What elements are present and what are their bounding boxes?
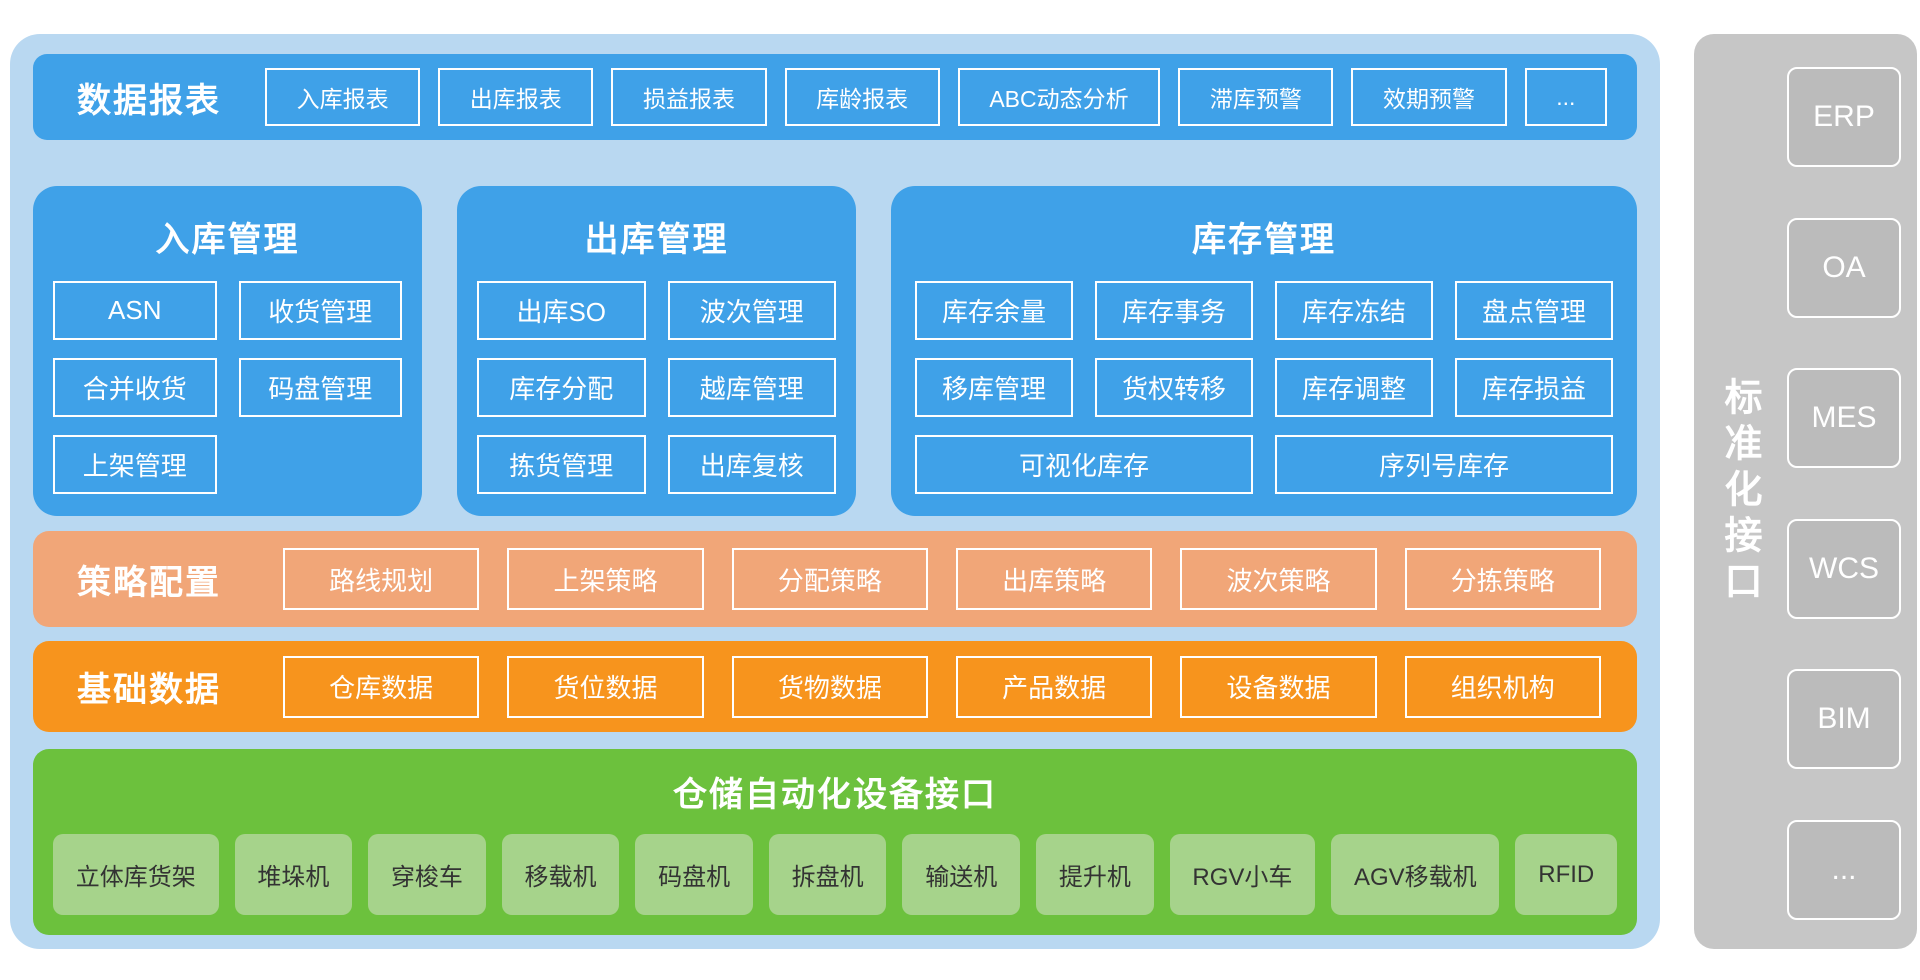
- data-reports-bar: 数据报表 入库报表 出库报表 损益报表 库龄报表 ABC动态分析 滞库预警 效期…: [33, 54, 1637, 140]
- device-chip-agv-transfer: AGV移载机: [1331, 834, 1500, 915]
- device-chip-rgv-cart: RGV小车: [1169, 834, 1316, 915]
- module-chip-cross-docking: 越库管理: [667, 358, 836, 417]
- report-chip-inbound-report: 入库报表: [265, 68, 421, 126]
- module-chip-stocktaking: 盘点管理: [1455, 281, 1613, 340]
- base-chip-warehouse-data: 仓库数据: [283, 655, 480, 718]
- module-chip-stock-adjustment: 库存调整: [1275, 358, 1433, 417]
- inventory-panel-title: 库存管理: [1192, 221, 1336, 259]
- module-chip-stock-allocation: 库存分配: [477, 358, 646, 417]
- outbound-panel-grid: 出库SO 波次管理 库存分配 越库管理 拣货管理 出库复核: [477, 281, 836, 494]
- automation-interface-items: 立体库货架 堆垛机 穿梭车 移载机 码盘机 拆盘机 输送机 提升机 RGV小车 …: [53, 834, 1618, 915]
- device-chip-stacker-crane: 堆垛机: [234, 834, 353, 915]
- module-chip-palletizing: 码盘管理: [238, 358, 402, 417]
- module-chip-putaway: 上架管理: [53, 435, 217, 494]
- report-chip-stock-age-report: 库龄报表: [784, 68, 940, 126]
- interface-box-bim: BIM: [1787, 669, 1901, 770]
- standard-interface-title: 标准化接口: [1718, 376, 1760, 607]
- device-chip-palletizer: 码盘机: [635, 834, 753, 915]
- base-chip-organization: 组织机构: [1404, 655, 1601, 718]
- report-chip-abc-analysis: ABC动态分析: [957, 68, 1161, 126]
- report-chip-outbound-report: 出库报表: [438, 68, 594, 126]
- inbound-panel-title: 入库管理: [155, 221, 300, 259]
- base-chip-equipment-data: 设备数据: [1180, 655, 1377, 718]
- inbound-panel-grid: ASN 收货管理 合并收货 码盘管理 上架管理: [53, 281, 402, 494]
- outbound-panel-title: 出库管理: [584, 221, 729, 259]
- report-chip-more: ...: [1524, 68, 1607, 126]
- interface-box-mes: MES: [1787, 368, 1901, 469]
- base-data-bar: 基础数据 仓库数据 货位数据 货物数据 产品数据 设备数据 组织机构: [33, 641, 1637, 732]
- base-data-title: 基础数据: [77, 671, 221, 709]
- strategy-config-title: 策略配置: [77, 563, 221, 602]
- device-chip-lifter: 提升机: [1036, 834, 1154, 915]
- standard-interface-bar: 标准化接口 ERP OA MES WCS BIM ...: [1694, 34, 1917, 949]
- module-chip-stock-move: 移库管理: [915, 358, 1073, 417]
- module-chip-stock-profit-loss: 库存损益: [1455, 358, 1613, 417]
- device-chip-depalletizer: 拆盘机: [768, 834, 887, 915]
- module-chip-stock-transaction: 库存事务: [1095, 281, 1253, 340]
- strategy-chip-outbound-strategy: 出库策略: [955, 548, 1153, 610]
- module-chip-receiving: 收货管理: [238, 281, 402, 340]
- module-chip-outbound-check: 出库复核: [667, 435, 836, 494]
- interface-box-wcs: WCS: [1787, 518, 1901, 619]
- module-chip-wave-management: 波次管理: [667, 281, 836, 340]
- module-chip-merge-receiving: 合并收货: [53, 358, 217, 417]
- device-chip-rfid: RFID: [1515, 834, 1618, 915]
- module-chip-stock-balance: 库存余量: [915, 281, 1073, 340]
- strategy-config-bar: 策略配置 路线规划 上架策略 分配策略 出库策略 波次策略 分拣策略: [33, 531, 1637, 627]
- report-chip-expiry-alert: 效期预警: [1351, 68, 1507, 126]
- strategy-chip-putaway-strategy: 上架策略: [507, 548, 704, 610]
- standard-interface-items: ERP OA MES WCS BIM ...: [1787, 34, 1901, 949]
- automation-interface-title: 仓储自动化设备接口: [673, 776, 997, 814]
- report-chip-profit-loss-report: 损益报表: [611, 68, 767, 126]
- device-chip-shuttle-car: 穿梭车: [368, 834, 486, 915]
- inventory-panel-grid: 库存余量 库存事务 库存冻结 盘点管理 移库管理 货权转移 库存调整 库存损益 …: [915, 281, 1613, 494]
- data-reports-items: 入库报表 出库报表 损益报表 库龄报表 ABC动态分析 滞库预警 效期预警 ..…: [265, 68, 1607, 126]
- outbound-management-panel: 出库管理 出库SO 波次管理 库存分配 越库管理 拣货管理 出库复核: [457, 186, 856, 516]
- interface-box-more: ...: [1787, 819, 1901, 920]
- inventory-management-panel: 库存管理 库存余量 库存事务 库存冻结 盘点管理 移库管理 货权转移 库存调整 …: [891, 186, 1637, 516]
- wms-platform-container: 数据报表 入库报表 出库报表 损益报表 库龄报表 ABC动态分析 滞库预警 效期…: [10, 34, 1660, 949]
- interface-box-oa: OA: [1787, 217, 1901, 318]
- module-chip-asn: ASN: [53, 281, 217, 340]
- strategy-chip-allocation-strategy: 分配策略: [731, 548, 928, 610]
- strategy-chip-route-planning: 路线规划: [283, 548, 480, 610]
- inbound-management-panel: 入库管理 ASN 收货管理 合并收货 码盘管理 上架管理: [33, 186, 422, 516]
- module-chip-serial-inventory: 序列号库存: [1275, 435, 1613, 494]
- module-chip-visual-inventory: 可视化库存: [915, 435, 1253, 494]
- data-reports-title: 数据报表: [77, 81, 221, 120]
- interface-box-erp: ERP: [1787, 67, 1901, 167]
- module-chip-ownership-transfer: 货权转移: [1095, 358, 1253, 417]
- strategy-chip-sorting-strategy: 分拣策略: [1404, 548, 1601, 610]
- base-chip-location-data: 货位数据: [507, 655, 704, 718]
- module-chip-picking: 拣货管理: [477, 435, 646, 494]
- module-chip-stock-freeze: 库存冻结: [1275, 281, 1433, 340]
- device-chip-conveyor: 输送机: [902, 834, 1021, 915]
- strategy-config-items: 路线规划 上架策略 分配策略 出库策略 波次策略 分拣策略: [283, 548, 1601, 610]
- report-chip-stagnant-stock-alert: 滞库预警: [1178, 68, 1334, 126]
- device-chip-transfer-machine: 移载机: [501, 834, 620, 915]
- module-chip-outbound-so: 出库SO: [477, 281, 646, 340]
- base-chip-product-data: 产品数据: [955, 655, 1153, 718]
- base-chip-goods-data: 货物数据: [731, 655, 928, 718]
- device-chip-asrs-rack: 立体库货架: [53, 834, 219, 915]
- automation-interface-bar: 仓储自动化设备接口 立体库货架 堆垛机 穿梭车 移载机 码盘机 拆盘机 输送机 …: [33, 749, 1637, 935]
- strategy-chip-wave-strategy: 波次策略: [1180, 548, 1377, 610]
- management-panels-row: 入库管理 ASN 收货管理 合并收货 码盘管理 上架管理 出库管理 出库SO 波…: [33, 186, 1637, 516]
- base-data-items: 仓库数据 货位数据 货物数据 产品数据 设备数据 组织机构: [283, 655, 1601, 718]
